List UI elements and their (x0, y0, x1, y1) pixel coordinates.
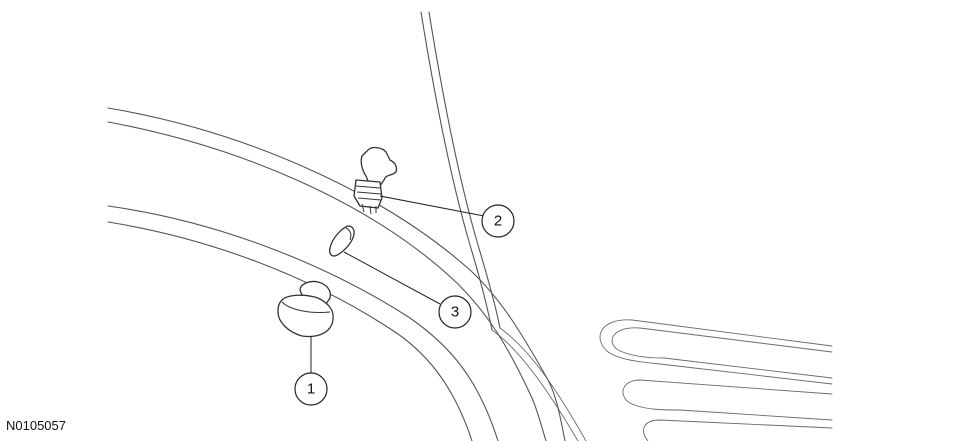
callout-3-label: 3 (451, 304, 459, 321)
pillar-edge (420, 11, 587, 441)
figure-id: N0105057 (6, 418, 66, 433)
callout-2: 2 (481, 204, 515, 238)
callout-3: 3 (438, 295, 472, 329)
small-clip-part (328, 225, 355, 257)
seat-panel-ribs (599, 319, 833, 441)
roof-trim-edges (107, 107, 566, 441)
callout-1: 1 (294, 372, 328, 406)
callout-1-label: 1 (307, 381, 315, 398)
callout-2-label: 2 (494, 213, 502, 230)
push-pin-retainer-part (277, 280, 334, 338)
leader-lines (310, 195, 485, 374)
clip-retainer-part (353, 146, 398, 215)
